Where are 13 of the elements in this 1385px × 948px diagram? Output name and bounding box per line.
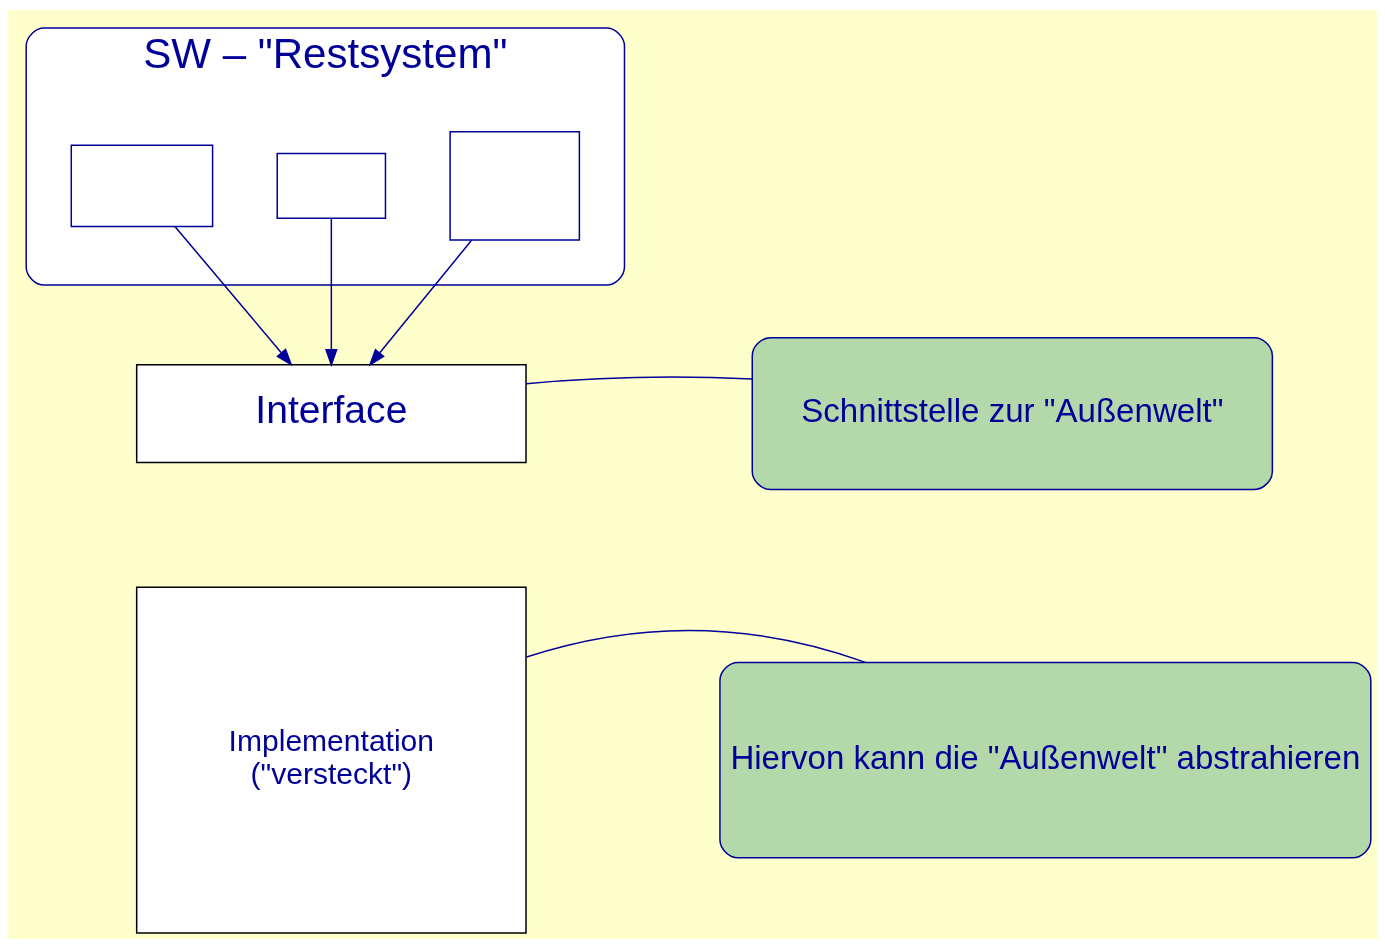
- node-box: Implementation ("versteckt"): [135, 586, 527, 934]
- arrow: [368, 238, 473, 366]
- node-box: Schnittstelle zur "Außenwelt": [751, 336, 1274, 490]
- node-box: [70, 144, 214, 227]
- node-box: [276, 152, 387, 219]
- connector: [525, 375, 753, 384]
- cluster: SW – "Restsystem": [25, 26, 626, 286]
- node-box: Hiervon kann die "Außenwelt" abstrahieren: [719, 661, 1372, 859]
- node-box: Interface: [135, 363, 527, 463]
- node-box: [449, 130, 581, 241]
- arrow: [174, 225, 293, 366]
- arrow: [325, 217, 338, 367]
- connector: [525, 629, 867, 663]
